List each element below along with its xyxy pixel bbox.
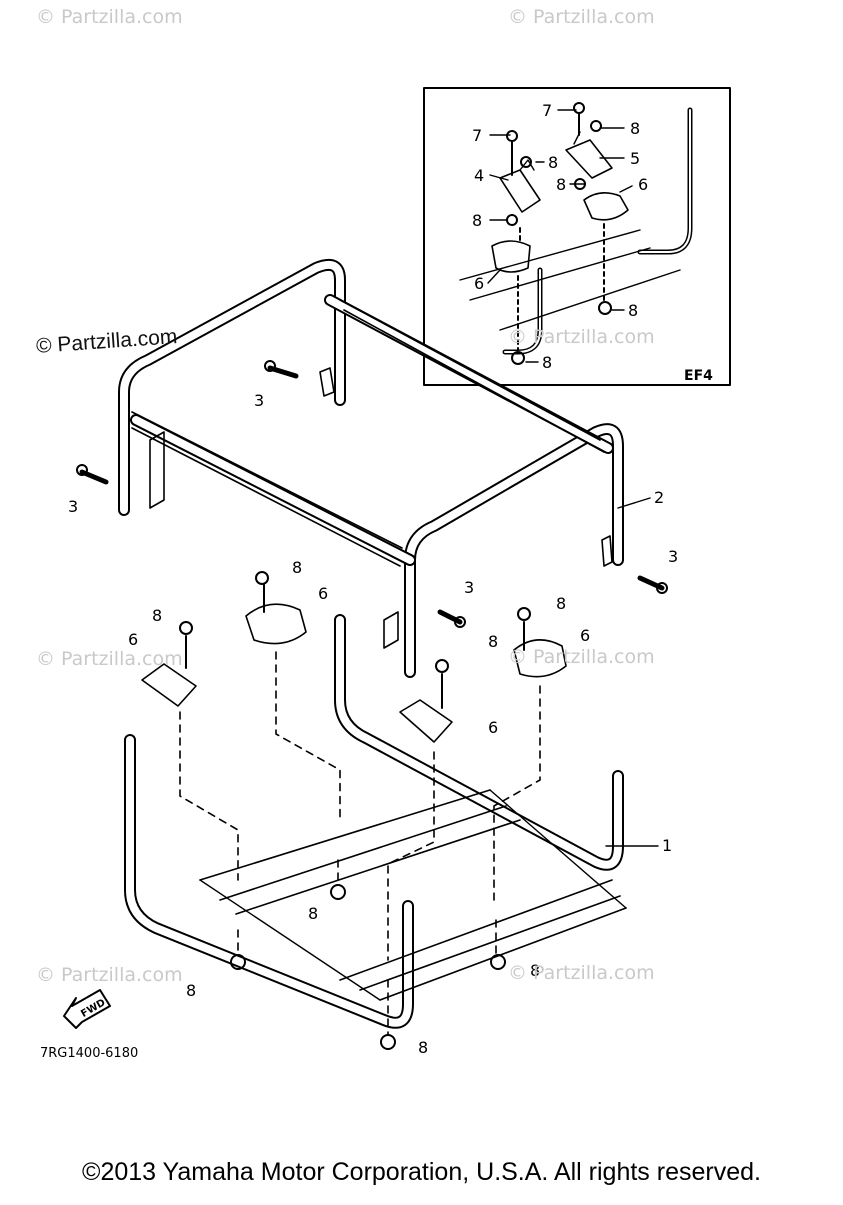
callout-6: 6 bbox=[488, 718, 498, 737]
callout-8: 8 bbox=[186, 981, 196, 1000]
lower-frame bbox=[124, 614, 627, 1029]
watermark: © Partzilla.com bbox=[508, 6, 655, 28]
callout-8: 8 bbox=[542, 353, 552, 372]
callout-8: 8 bbox=[488, 632, 498, 651]
watermark: © Partzilla.com bbox=[36, 6, 183, 28]
watermark: © Partzilla.com bbox=[508, 646, 655, 668]
copyright-footer: ©2013 Yamaha Motor Corporation, U.S.A. A… bbox=[82, 1158, 761, 1186]
callout-6: 6 bbox=[128, 630, 138, 649]
watermark: © Partzilla.com bbox=[508, 326, 655, 348]
callout-3: 3 bbox=[68, 497, 78, 516]
callout-7: 7 bbox=[472, 126, 482, 145]
callout-3: 3 bbox=[254, 391, 264, 410]
callout-8: 8 bbox=[628, 301, 638, 320]
callout-6: 6 bbox=[318, 584, 328, 603]
upper-frame bbox=[118, 259, 624, 678]
watermark: © Partzilla.com bbox=[36, 964, 183, 986]
callout-8: 8 bbox=[152, 606, 162, 625]
callout-8: 8 bbox=[418, 1038, 428, 1057]
callout-8: 8 bbox=[530, 961, 540, 980]
callout-8: 8 bbox=[308, 904, 318, 923]
callout-7: 7 bbox=[542, 101, 552, 120]
drawing-code: 7RG1400-6180 bbox=[40, 1046, 138, 1061]
fwd-arrow-icon bbox=[63, 989, 111, 1029]
callout-6: 6 bbox=[638, 175, 648, 194]
callout-8: 8 bbox=[556, 594, 566, 613]
callout-6: 6 bbox=[580, 626, 590, 645]
watermark: © Partzilla.com bbox=[508, 962, 655, 984]
inset-label: EF4 bbox=[684, 368, 713, 384]
callout-8: 8 bbox=[292, 558, 302, 577]
callout-6: 6 bbox=[474, 274, 484, 293]
callout-8: 8 bbox=[472, 211, 482, 230]
callout-1: 1 bbox=[662, 836, 672, 855]
inset-frame bbox=[423, 87, 731, 386]
callout-8: 8 bbox=[556, 175, 566, 194]
callout-3: 3 bbox=[464, 578, 474, 597]
callout-8: 8 bbox=[548, 153, 558, 172]
watermark: © Partzilla.com bbox=[36, 648, 183, 670]
callout-2: 2 bbox=[654, 488, 664, 507]
callout-3: 3 bbox=[668, 547, 678, 566]
callout-8: 8 bbox=[630, 119, 640, 138]
callout-4: 4 bbox=[474, 166, 484, 185]
callout-5: 5 bbox=[630, 149, 640, 168]
